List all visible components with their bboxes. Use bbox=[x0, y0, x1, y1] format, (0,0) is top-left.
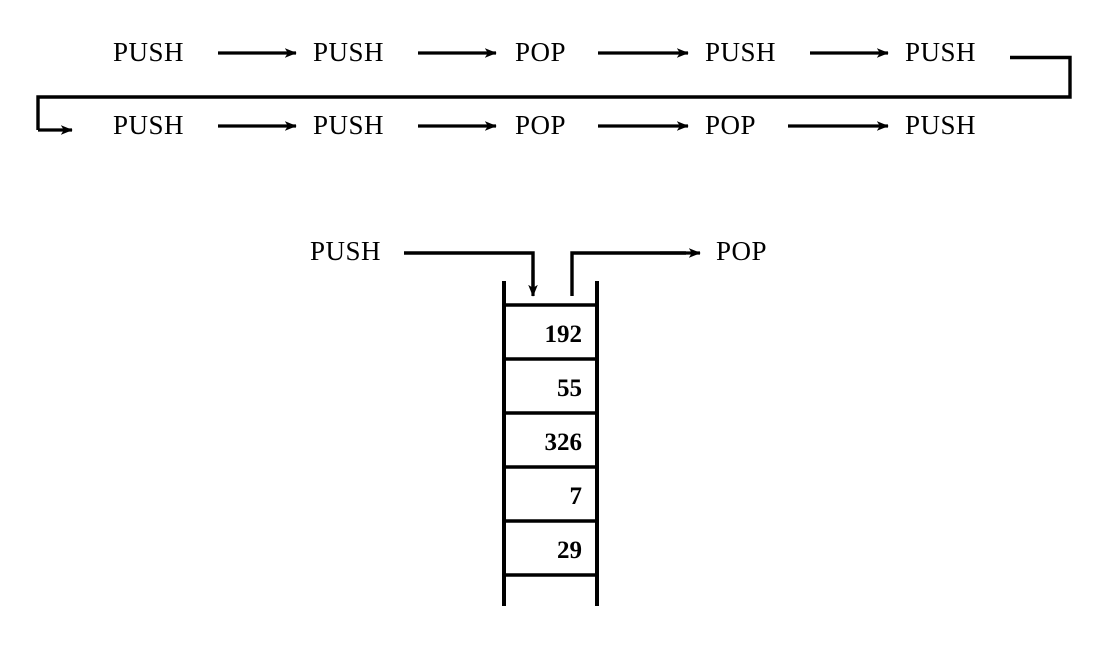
stack-cell-value-1: 192 bbox=[544, 321, 583, 348]
stack-cell-value-2: 55 bbox=[557, 375, 582, 402]
sequence-row1-op-5: PUSH bbox=[905, 37, 977, 67]
sequence-wrap-connector bbox=[36, 55, 1072, 130]
push-arrow bbox=[404, 251, 535, 288]
pop-arrow bbox=[570, 251, 686, 296]
sequence-row2-op-1: PUSH bbox=[113, 110, 185, 140]
stack-push-label: PUSH bbox=[310, 236, 382, 266]
sequence-row2-op-5: PUSH bbox=[905, 110, 977, 140]
sequence-row1-op-1: PUSH bbox=[113, 37, 185, 67]
stack-cell-value-5: 29 bbox=[557, 537, 582, 564]
sequence-row1-op-4: PUSH bbox=[705, 37, 777, 67]
stack-cell-value-3: 326 bbox=[544, 429, 583, 456]
sequence-row1-op-2: PUSH bbox=[313, 37, 385, 67]
stack-walls bbox=[502, 281, 599, 606]
sequence-row1-op-3: POP bbox=[515, 37, 567, 67]
stack-cell-value-4: 7 bbox=[569, 483, 583, 510]
stack-pop-label: POP bbox=[716, 236, 768, 266]
stack-cell-dividers bbox=[504, 303, 597, 577]
sequence-row2-op-2: PUSH bbox=[313, 110, 385, 140]
sequence-row2-op-4: POP bbox=[705, 110, 757, 140]
sequence-row2-op-3: POP bbox=[515, 110, 567, 140]
